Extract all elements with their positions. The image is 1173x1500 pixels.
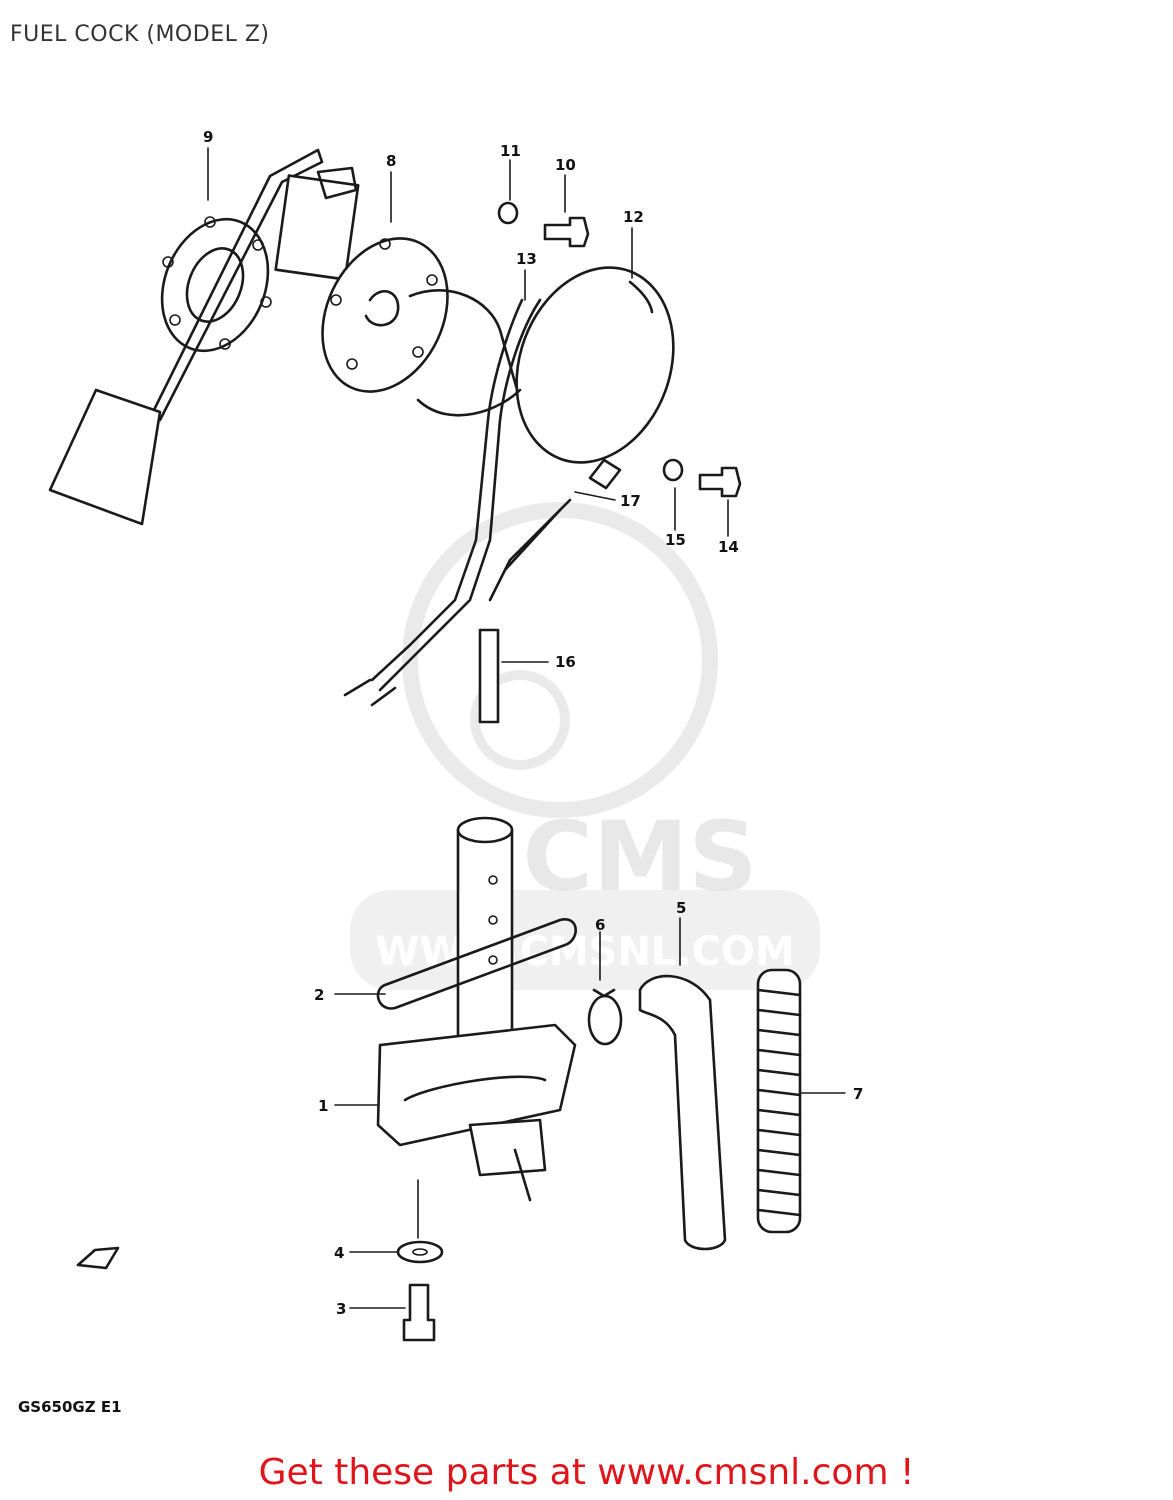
- part-fuel-gauge-float: [48, 148, 360, 526]
- callout-6: 6: [595, 916, 605, 934]
- callout-labels: 1 2 3 4 5 6 7 8 9 10 11 12 13 14 15 16 1…: [203, 128, 863, 1318]
- part-17-grommet: [588, 458, 622, 490]
- leader-lines: [207, 147, 846, 1309]
- callout-5: 5: [676, 899, 686, 917]
- callout-10: 10: [555, 156, 576, 174]
- callout-13: 13: [516, 250, 537, 268]
- callout-16: 16: [555, 653, 576, 671]
- direction-mark: [76, 1246, 120, 1270]
- part-4-washer: [396, 1240, 444, 1264]
- watermark-logo-text: CMS: [522, 801, 757, 913]
- part-12-cover: [515, 266, 675, 464]
- part-10-screw: [543, 216, 590, 248]
- callout-1: 1: [318, 1097, 328, 1115]
- part-11-washer: [497, 201, 519, 225]
- callout-3: 3: [336, 1300, 346, 1318]
- part-14-screw: [698, 466, 742, 498]
- callout-2: 2: [314, 986, 324, 1004]
- callout-7: 7: [853, 1085, 863, 1103]
- callout-14: 14: [718, 538, 739, 556]
- watermark: CMS WWW.CMSNL.COM: [350, 502, 820, 990]
- part-15-washer: [662, 458, 684, 482]
- callout-9: 9: [203, 128, 213, 146]
- callout-12: 12: [623, 208, 644, 226]
- part-6-clamp: [587, 988, 623, 1046]
- watermark-mascot-eye: [470, 670, 570, 770]
- callout-15: 15: [665, 531, 686, 549]
- part-3-bolt: [402, 1283, 436, 1342]
- callout-8: 8: [386, 152, 396, 170]
- part-1-fuel-cock: [376, 816, 577, 1202]
- cmsnl-parts-link[interactable]: Get these parts at www.cmsnl.com !: [258, 1452, 915, 1493]
- callout-17: 17: [620, 492, 641, 510]
- callout-4: 4: [334, 1244, 344, 1262]
- part-8-gauge-plate: [321, 237, 522, 402]
- part-7-spring: [756, 968, 802, 1234]
- diagram-code: GS650GZ E1: [18, 1398, 122, 1416]
- part-5-hose: [638, 974, 727, 1251]
- parts-diagram: CMS WWW.CMSNL.COM: [18, 128, 863, 1416]
- page-title: FUEL COCK (MODEL Z): [10, 22, 270, 47]
- part-16-tube: [478, 628, 500, 724]
- part-13-wire-harness: [343, 298, 572, 707]
- watermark-url-text: WWW.CMSNL.COM: [375, 929, 795, 975]
- callout-11: 11: [500, 142, 521, 160]
